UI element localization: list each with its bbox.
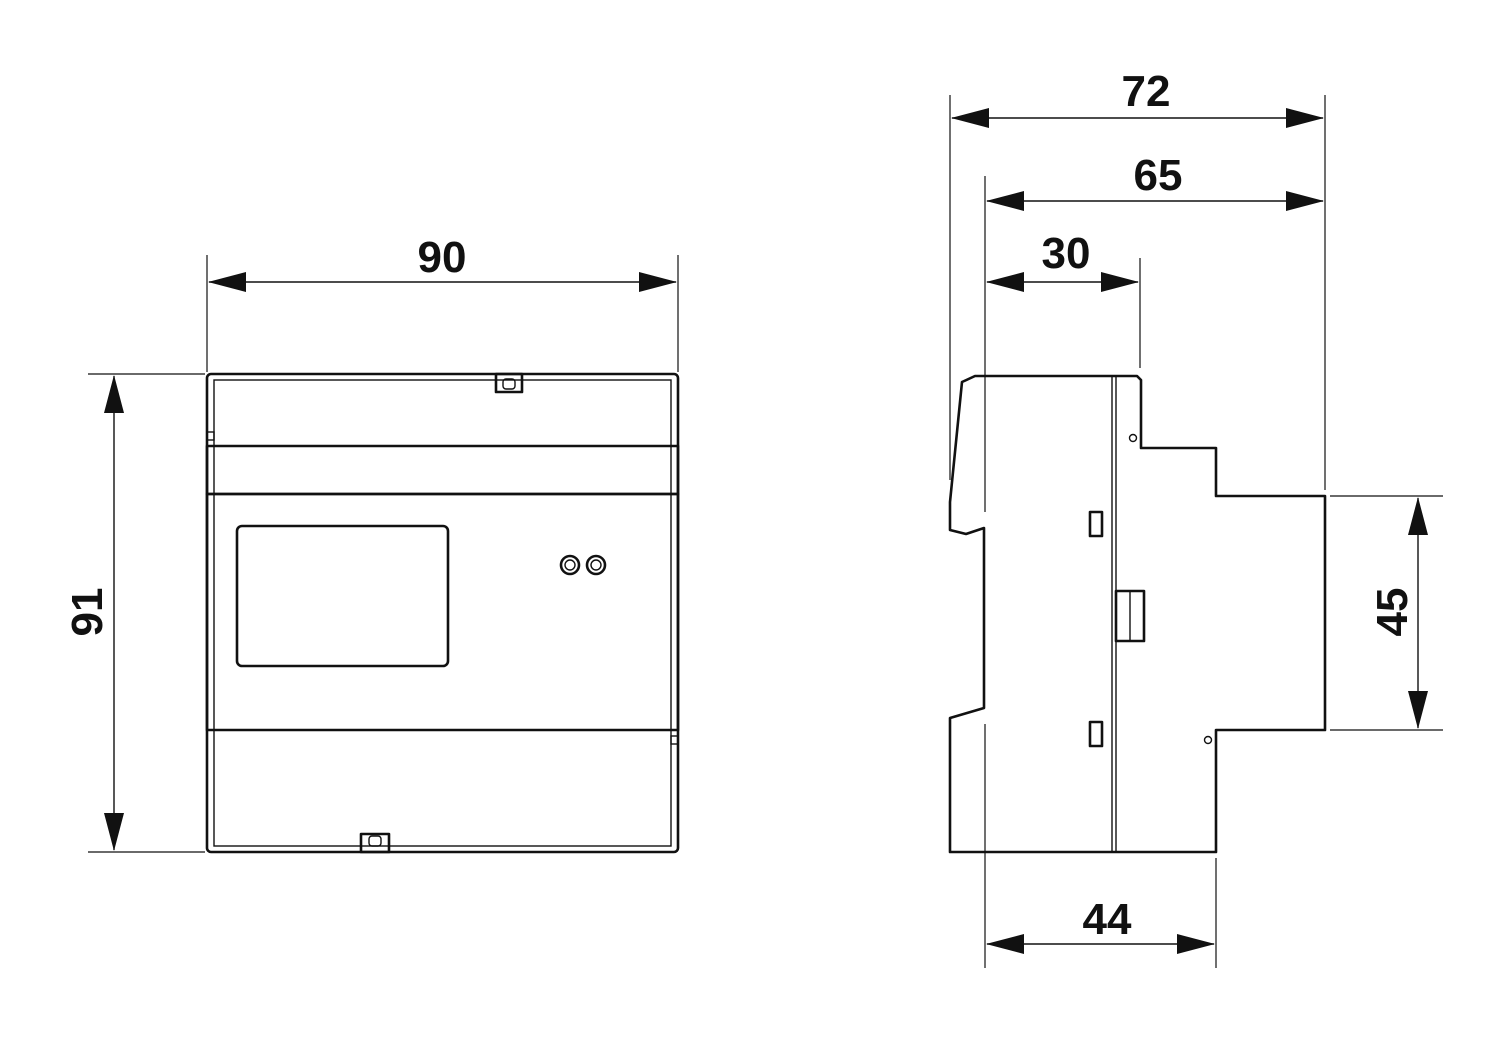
front-height-label: 91 (63, 588, 112, 637)
arrow-right (639, 272, 677, 292)
led-indicator-1 (559, 554, 581, 576)
depth-from-rail-dimension: 65 (986, 151, 1324, 211)
front-step-label: 30 (1042, 229, 1091, 278)
side-profile-outline (948, 374, 1327, 854)
arrow-down (104, 813, 124, 851)
display-window (235, 524, 450, 668)
front-height-dimension: 91 (63, 373, 205, 853)
led-indicator-2 (585, 554, 607, 576)
front-housing-inner-edge (213, 379, 672, 847)
side-extension-lines (949, 95, 1443, 968)
front-width-label: 90 (418, 233, 467, 282)
rail-width-dimension: 45 (1368, 497, 1428, 729)
depth-from-rail-label: 65 (1134, 151, 1183, 200)
top-clip (494, 372, 524, 394)
front-upper-band (205, 444, 680, 496)
front-width-dimension: 90 (206, 233, 679, 372)
side-clip-lower (1088, 720, 1104, 748)
side-clip-upper (1088, 510, 1104, 538)
bottom-clip (359, 832, 391, 854)
overall-depth-dimension: 72 (951, 67, 1324, 128)
front-step-dimension: 30 (986, 229, 1139, 292)
front-panel (205, 492, 680, 732)
rail-width-label: 45 (1368, 588, 1417, 637)
base-depth-dimension: 44 (986, 895, 1215, 954)
arrow-left (208, 272, 246, 292)
side-view (948, 374, 1327, 854)
front-view (205, 372, 680, 854)
arrow-up (104, 375, 124, 413)
overall-depth-label: 72 (1122, 67, 1171, 116)
base-depth-label: 44 (1083, 895, 1132, 944)
